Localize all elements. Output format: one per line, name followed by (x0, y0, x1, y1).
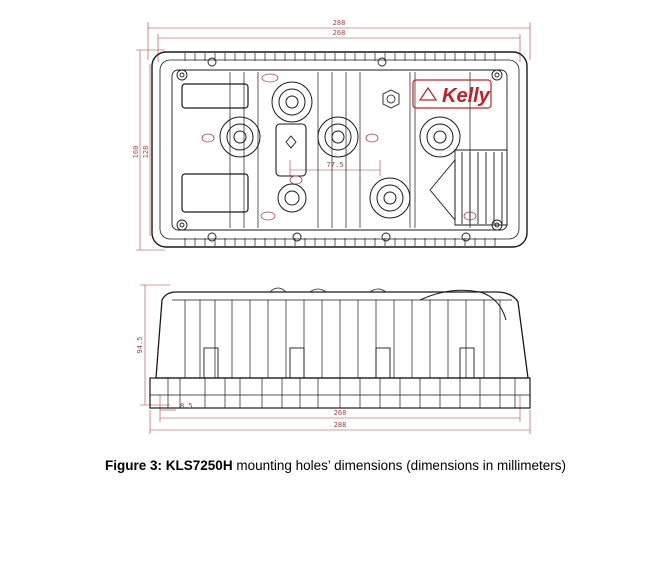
dim-flange: 8.5 (180, 402, 193, 410)
caption-model: KLS7250H (165, 458, 233, 473)
dim-hole-height: 128 (142, 146, 150, 159)
power-terminals (219, 81, 461, 219)
kelly-logo-icon (418, 86, 438, 101)
dim-side-overall-width: 288 (334, 421, 347, 429)
mounting-holes (176, 57, 503, 242)
top-width-dimensions (136, 22, 531, 251)
side-view (140, 284, 531, 434)
side-body (155, 291, 529, 379)
dim-overall-width: 288 (333, 19, 346, 27)
housing-outline (151, 51, 528, 248)
caption-text: mounting holes’ dimensions (dimensions i… (236, 458, 566, 473)
dim-overall-height: 160 (132, 146, 140, 159)
dim-side-height: 94.5 (136, 337, 144, 354)
caption-label: Figure 3: (105, 458, 163, 473)
side-cable (419, 289, 507, 321)
side-terminal-posts (203, 347, 475, 379)
technical-drawing: 288 268 160 128 77.5 Kelly (132, 19, 531, 434)
side-dimensions (140, 284, 531, 434)
dim-hole-width: 268 (333, 29, 346, 37)
top-view (136, 22, 531, 251)
hex-nut (382, 89, 400, 109)
dim-side-hole-width: 268 (334, 409, 347, 417)
kelly-logo-box (412, 79, 492, 109)
bolt-marks (201, 73, 477, 221)
label-pad-top (181, 83, 249, 109)
dim-center-offset: 77.5 (327, 161, 344, 169)
figure-caption: Figure 3: KLS7250H mounting holes’ dimen… (0, 458, 671, 473)
cooling-fins (184, 53, 496, 246)
label-pad-bottom (181, 173, 249, 213)
signal-connector (275, 123, 307, 177)
cable-gland (429, 149, 508, 226)
kelly-logo-text: Kelly (442, 85, 491, 107)
